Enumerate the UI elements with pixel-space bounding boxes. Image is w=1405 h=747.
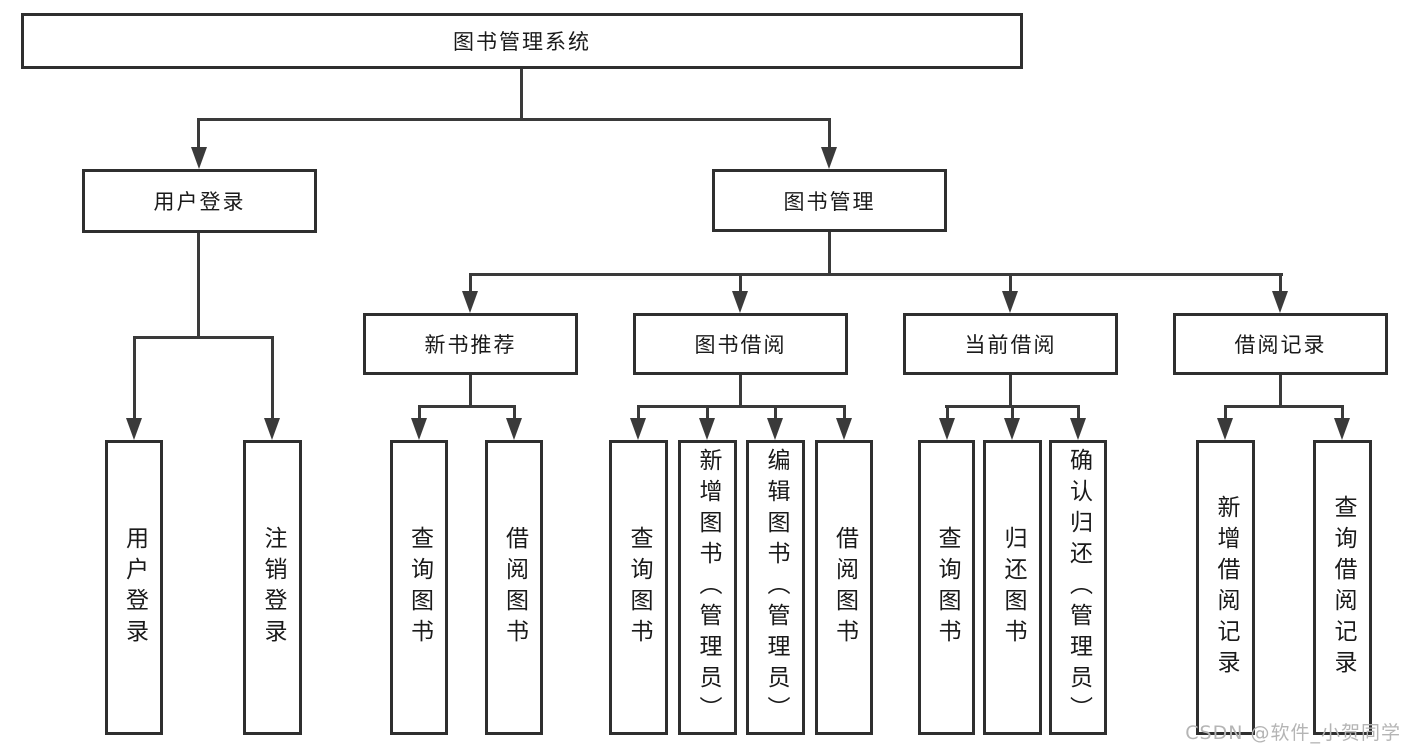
- connector-line: [133, 336, 274, 339]
- connector-line: [774, 405, 777, 423]
- connector-line: [418, 405, 421, 423]
- arrow-down-icon: [1272, 291, 1288, 313]
- node-book-borrow: 图书借阅: [633, 313, 848, 375]
- arrow-down-icon: [126, 418, 142, 440]
- connector-line: [469, 273, 472, 295]
- connector-line: [197, 118, 831, 121]
- connector-line: [828, 232, 831, 275]
- connector-line: [418, 405, 516, 408]
- connector-line: [197, 118, 200, 151]
- arrow-down-icon: [630, 418, 646, 440]
- leaf-add-borrow-record: 新增借阅记录: [1196, 440, 1255, 735]
- connector-line: [520, 69, 523, 120]
- connector-line: [469, 375, 472, 406]
- node-new-book-recommend: 新书推荐: [363, 313, 578, 375]
- arrow-down-icon: [821, 147, 837, 169]
- arrow-down-icon: [264, 418, 280, 440]
- leaf-logout: 注销登录: [243, 440, 302, 735]
- connector-line: [1279, 273, 1282, 295]
- node-current-borrow: 当前借阅: [903, 313, 1118, 375]
- connector-line: [706, 405, 709, 423]
- leaf-query-book-borrow: 查询图书: [609, 440, 668, 735]
- connector-line: [1011, 405, 1014, 423]
- connector-line: [1077, 405, 1080, 423]
- arrow-down-icon: [1002, 291, 1018, 313]
- node-book-management: 图书管理: [712, 169, 947, 232]
- connector-line: [739, 273, 742, 295]
- connector-line: [133, 336, 136, 422]
- arrow-down-icon: [732, 291, 748, 313]
- leaf-return-book: 归还图书: [983, 440, 1042, 735]
- leaf-borrow-book-recommend: 借阅图书: [485, 440, 543, 735]
- leaf-borrow-book: 借阅图书: [815, 440, 873, 735]
- connector-line: [513, 405, 516, 423]
- arrow-down-icon: [836, 418, 852, 440]
- connector-line: [637, 405, 640, 423]
- node-root: 图书管理系统: [21, 13, 1023, 69]
- connector-line: [1224, 405, 1227, 423]
- connector-line: [1341, 405, 1344, 423]
- node-user-login: 用户登录: [82, 169, 317, 233]
- connector-line: [1009, 375, 1012, 406]
- arrow-down-icon: [411, 418, 427, 440]
- leaf-query-book-recommend: 查询图书: [390, 440, 448, 735]
- connector-line: [197, 233, 200, 337]
- arrow-down-icon: [462, 291, 478, 313]
- connector-line: [843, 405, 846, 423]
- leaf-edit-book-admin: 编辑图书（管理员）: [746, 440, 805, 735]
- leaf-query-book-current: 查询图书: [918, 440, 975, 735]
- arrow-down-icon: [1217, 418, 1233, 440]
- connector-line: [1279, 375, 1282, 406]
- connector-line: [271, 336, 274, 422]
- connector-line: [1009, 273, 1012, 295]
- arrow-down-icon: [506, 418, 522, 440]
- connector-line: [469, 273, 1283, 276]
- csdn-watermark: CSDN @软件_小贺同学: [1185, 722, 1401, 744]
- leaf-confirm-return-admin: 确认归还（管理员）: [1049, 440, 1107, 735]
- arrow-down-icon: [1070, 418, 1086, 440]
- leaf-add-book-admin: 新增图书（管理员）: [678, 440, 737, 735]
- node-borrow-record: 借阅记录: [1173, 313, 1388, 375]
- connector-line: [946, 405, 949, 423]
- arrow-down-icon: [1004, 418, 1020, 440]
- leaf-query-borrow-record: 查询借阅记录: [1313, 440, 1372, 735]
- arrow-down-icon: [1334, 418, 1350, 440]
- connector-line: [739, 375, 742, 406]
- arrow-down-icon: [191, 147, 207, 169]
- arrow-down-icon: [939, 418, 955, 440]
- connector-line: [637, 405, 846, 408]
- connector-line: [828, 118, 831, 151]
- connector-line: [1224, 405, 1344, 408]
- leaf-user-login: 用户登录: [105, 440, 163, 735]
- arrow-down-icon: [699, 418, 715, 440]
- arrow-down-icon: [767, 418, 783, 440]
